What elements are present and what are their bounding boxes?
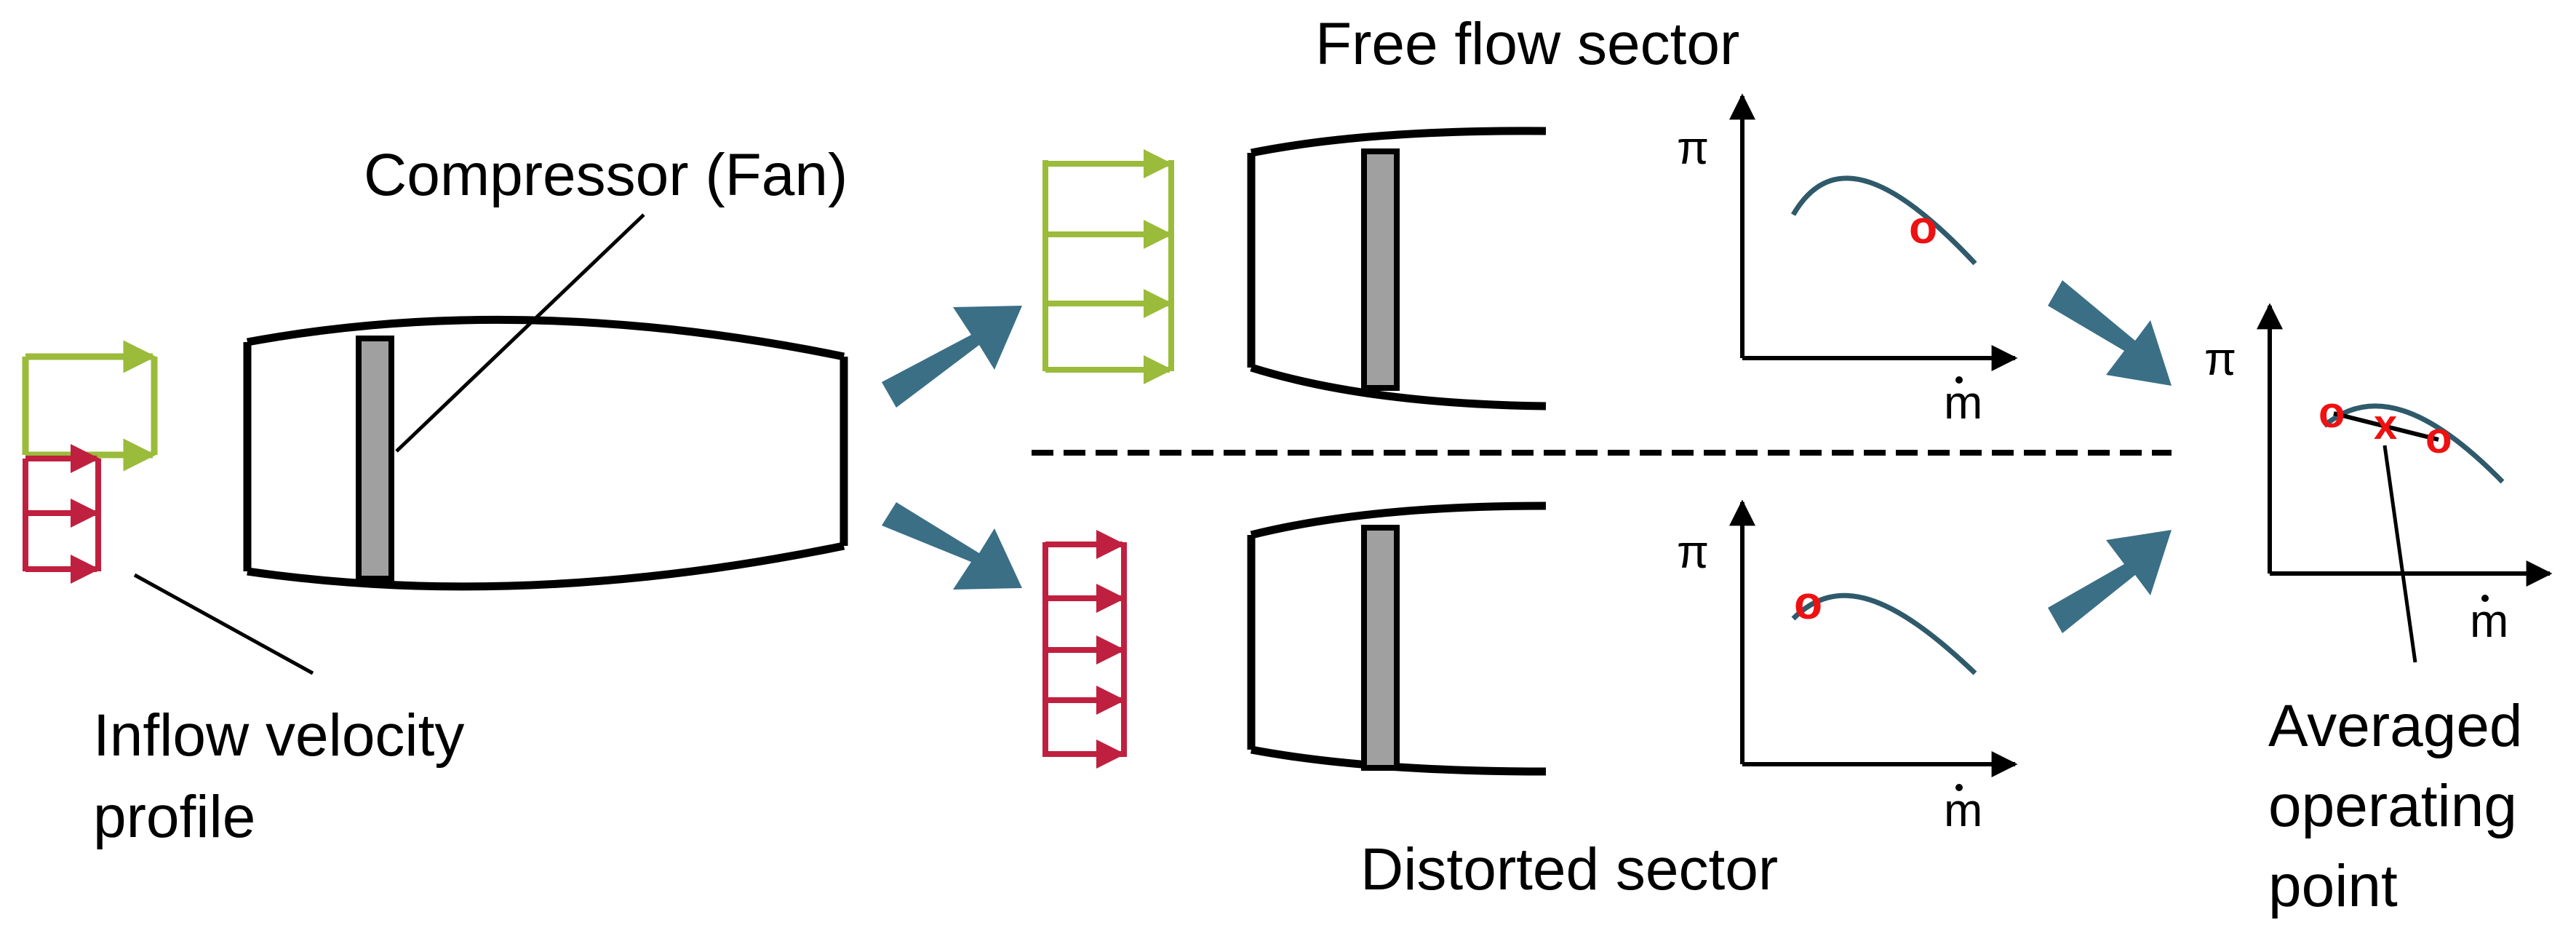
free-sector-y-label: π xyxy=(1677,122,1709,174)
averaged-mean-point: x xyxy=(2374,401,2397,448)
inflow-label-line2: profile xyxy=(93,784,255,850)
fan-blade xyxy=(356,336,394,582)
distorted-sector-curve xyxy=(1791,592,1977,675)
free-sector-half-nacelle xyxy=(1247,127,1547,410)
inflow-velocity-profile xyxy=(22,340,158,584)
distorted-sector-y-label: π xyxy=(1677,525,1709,578)
free-sector-operating-point: o xyxy=(1909,201,1937,253)
flow-arrow-merge-down xyxy=(2048,280,2172,386)
flow-arrow-merge-up xyxy=(2048,530,2172,633)
distorted-sector-operating-point: o xyxy=(1794,576,1822,629)
inflow-label-line1: Inflow velocity xyxy=(93,702,464,769)
distorted-profile-small xyxy=(23,444,101,584)
compressor-leader-line xyxy=(395,213,645,453)
averaged-connector xyxy=(2333,411,2439,442)
flow-arrow-up xyxy=(882,306,1022,408)
averaged-leader-line xyxy=(2382,445,2417,663)
engine-nacelle xyxy=(243,315,848,591)
flow-arrow-down xyxy=(882,502,1022,590)
free-sector-x-label: m xyxy=(1944,376,1982,429)
compressor-label: Compressor (Fan) xyxy=(364,142,848,208)
averaged-x-dot xyxy=(2481,595,2489,602)
free-flow-profile-small xyxy=(22,340,158,472)
inflow-leader-line xyxy=(133,573,314,675)
free-sector-curve xyxy=(1790,175,1977,266)
averaged-characteristic: π m o o x xyxy=(2204,303,2553,663)
averaged-operating-point-left: o xyxy=(2318,388,2345,437)
distorted-sector-title: Distorted sector xyxy=(1360,836,1778,903)
free-sector-x-dot xyxy=(1955,376,1963,384)
averaged-label-line2: operating xyxy=(2268,773,2517,839)
averaged-label-line1: Averaged xyxy=(2268,693,2523,759)
free-sector-title: Free flow sector xyxy=(1315,11,1739,77)
distorted-sector-fan-blade xyxy=(1361,525,1400,771)
averaged-label-line3: point xyxy=(2268,853,2398,919)
free-sector-fan-blade xyxy=(1361,148,1400,391)
distorted-sector-characteristic: π m o xyxy=(1677,499,2018,836)
averaged-operating-point-right: o xyxy=(2425,413,2452,462)
distorted-sector-x-dot xyxy=(1955,784,1963,791)
free-sector-characteristic: π m o xyxy=(1677,93,2018,429)
averaged-y-label: π xyxy=(2204,333,2236,385)
averaged-x-label: m xyxy=(2470,595,2508,647)
distorted-profile xyxy=(1042,530,1127,769)
free-flow-profile xyxy=(1042,149,1174,384)
averaged-curve xyxy=(2322,403,2505,484)
distorted-sector-x-label: m xyxy=(1944,784,1982,836)
